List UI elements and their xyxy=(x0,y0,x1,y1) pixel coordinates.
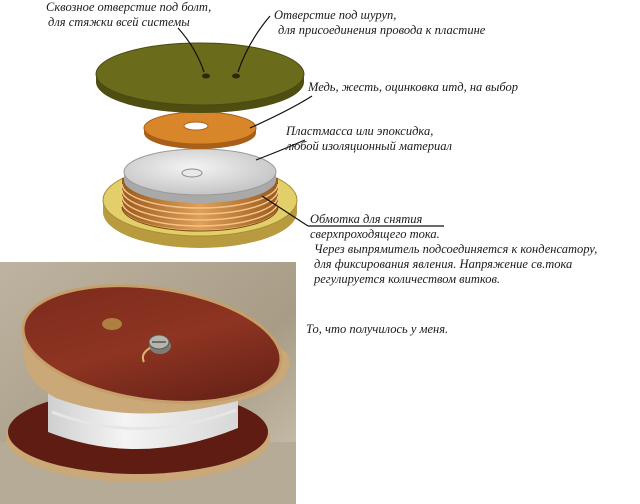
insulator-label-line2: любой изоляционный материал xyxy=(286,139,453,153)
insulator-disk xyxy=(123,148,277,203)
insulator-label: Пластмасса или эпоксидка, любой изоляцио… xyxy=(286,124,452,154)
screw-hole-label-line2: для присоединения провода к пластине xyxy=(278,23,486,37)
result-label: То, что получилось у меня. xyxy=(306,322,448,337)
exploded-diagram xyxy=(95,15,444,248)
bolt-hole xyxy=(202,73,210,79)
insulator-label-line1: Пластмасса или эпоксидка, xyxy=(286,124,434,138)
screw-icon xyxy=(141,334,171,363)
plate-material-label: Медь, жесть, оцинковка итд, на выбор xyxy=(308,80,518,95)
result-label-text: То, что получилось у меня. xyxy=(306,322,449,336)
copper-plate xyxy=(143,111,257,149)
device-photo xyxy=(0,262,296,504)
top-disc xyxy=(95,42,305,113)
winding-label-line5: регулируется количеством витков. xyxy=(314,272,501,286)
screw-hole xyxy=(232,73,240,79)
winding-label-line2: сверхпроходящего тока. xyxy=(310,227,440,241)
winding-label: Обмотка для снятия сверхпроходящего тока… xyxy=(310,212,597,287)
winding-label-line1: Обмотка для снятия xyxy=(310,212,423,226)
leader-lines xyxy=(177,15,444,227)
bolt-hole-label-line2: для стяжки всей системы xyxy=(48,15,190,29)
plate-material-label-text: Медь, жесть, оцинковка итд, на выбор xyxy=(308,80,518,94)
winding-label-line3: Через выпрямитель подсоединяется к конде… xyxy=(314,242,598,256)
screw-hole-label: Отверстие под шуруп, для присоединения п… xyxy=(274,8,485,38)
bolt-hole-label-line1: Сквозное отверстие под болт, xyxy=(46,0,212,14)
winding-label-line4: для фиксирования явления. Напряжение св.… xyxy=(314,257,573,271)
bolt-hole-label: Сквозное отверстие под болт, для стяжки … xyxy=(46,0,211,30)
screw-hole-label-line1: Отверстие под шуруп, xyxy=(274,8,397,22)
